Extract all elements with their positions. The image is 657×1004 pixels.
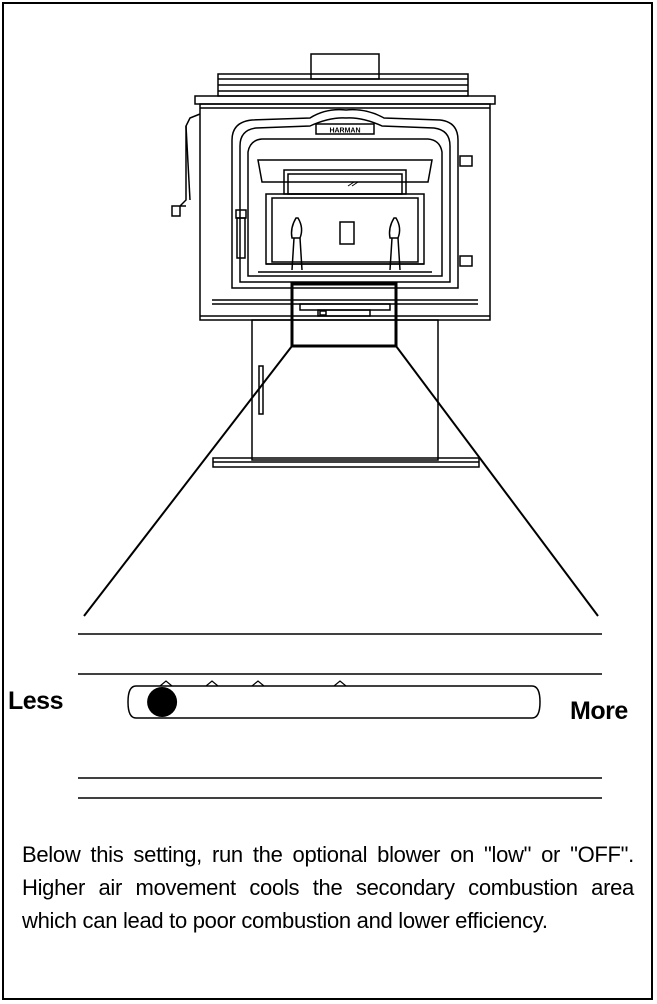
less-label: Less bbox=[8, 687, 63, 715]
firebox-interior bbox=[257, 159, 433, 273]
door-latch bbox=[235, 209, 247, 259]
flue-collar bbox=[310, 53, 380, 80]
firebox-door: HARMAN bbox=[231, 108, 459, 289]
instruction-text: Below this setting, run the optional blo… bbox=[22, 842, 634, 933]
brand-badge-text: HARMAN bbox=[329, 128, 360, 135]
door-hinges bbox=[459, 155, 473, 267]
pedestal bbox=[212, 319, 480, 468]
zoom-callout-lines bbox=[83, 345, 599, 617]
air-control-zoom-box bbox=[290, 282, 398, 348]
cooktop bbox=[194, 73, 496, 105]
andirons bbox=[290, 217, 401, 271]
more-label: More bbox=[570, 697, 628, 725]
air-control-knob[interactable] bbox=[147, 687, 178, 717]
side-handle bbox=[171, 113, 201, 217]
air-control-detail bbox=[78, 633, 602, 799]
air-control-slot bbox=[127, 685, 541, 719]
